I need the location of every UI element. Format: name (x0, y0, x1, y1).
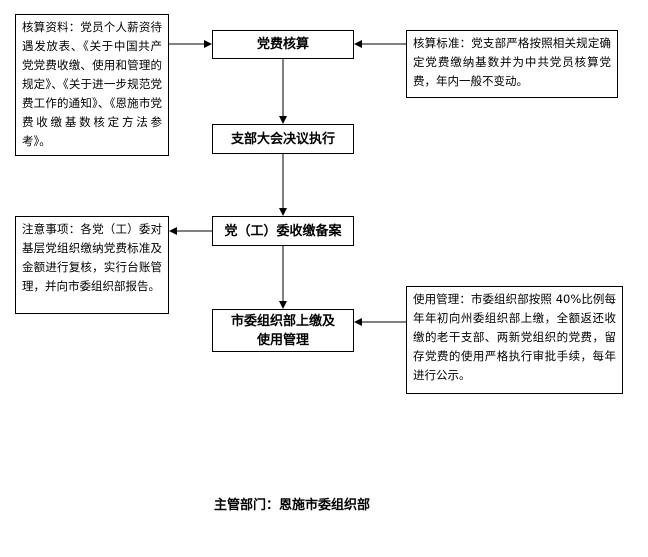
responsible-department: 主管部门：恩施市委组织部 (214, 498, 371, 513)
step-fee-calculation: 党费核算 (212, 30, 354, 59)
note-cautions: 注意事项：各党（工）委对基层党组织缴纳党费标准及金额进行复核，实行台账管理，并向… (15, 216, 169, 314)
step-fee-calculation-label: 党费核算 (256, 37, 309, 52)
step-committee-collection-filing: 党（工）委收缴备案 (212, 216, 354, 246)
note-usage-management: 使用管理：市委组织部按照 40%比例每年年初向州委组织部上缴，全额返还收缴的老干… (406, 286, 623, 394)
step4-label-line1: 市委组织部上缴及 (230, 313, 335, 329)
step-municipal-remittance-management-label: 市委组织部上缴及 使用管理 (231, 312, 335, 350)
note-calculation-standard: 核算标准：党支部严格按照相关规定确定党费缴纳基数并为中共党员核算党费，年内一般不… (406, 30, 618, 98)
step-branch-meeting-execution: 支部大会决议执行 (212, 124, 354, 154)
note-calculation-basis: 核算资料：党员个人薪资待遇发放表、《关于中国共产党党费收缴、使用和管理的规定》、… (15, 14, 169, 156)
step-municipal-remittance-management: 市委组织部上缴及 使用管理 (212, 309, 354, 352)
step-branch-meeting-execution-label: 支部大会决议执行 (230, 131, 335, 147)
step4-label-line2: 使用管理 (256, 332, 309, 348)
step-committee-collection-filing-label: 党（工）委收缴备案 (224, 223, 342, 239)
